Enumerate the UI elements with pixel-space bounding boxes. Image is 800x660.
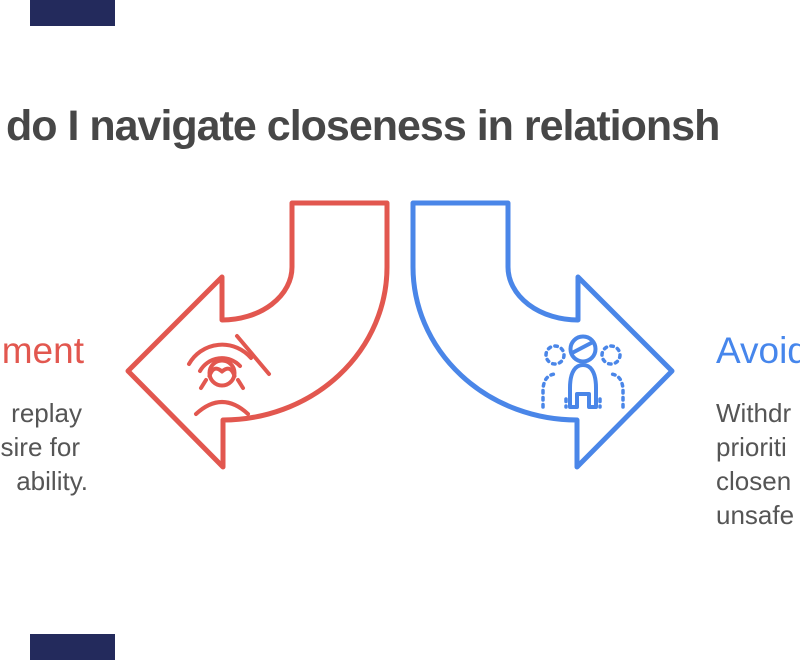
- right-panel-heading: Avoid: [716, 330, 800, 371]
- person-with-crossed-signal-icon: [187, 334, 271, 416]
- left-curved-arrow: [125, 200, 390, 470]
- right-body-line-1: Withdr: [716, 398, 792, 428]
- dotted-people-outlines: [541, 344, 625, 409]
- corner-accent-bottom: [30, 634, 115, 660]
- left-panel-body: replay sire for ability.: [0, 396, 88, 498]
- left-body-line-1: replay: [11, 398, 82, 428]
- avoidant-attachment-panel: Avoid Withdr prioriti closen unsafe: [716, 332, 800, 532]
- right-panel-body: Withdr prioriti closen unsafe: [716, 396, 800, 532]
- page-title: do I navigate closeness in relationsh: [6, 102, 720, 150]
- right-body-line-2: prioriti: [716, 432, 787, 462]
- corner-accent-top: [30, 0, 115, 26]
- right-body-line-4: unsafe: [716, 500, 795, 530]
- group-of-people-dotted-icon: [541, 334, 625, 409]
- anxious-attachment-panel: ment replay sire for ability.: [0, 332, 88, 498]
- left-panel-heading: ment: [1, 330, 84, 371]
- left-body-line-2: sire for: [0, 432, 80, 462]
- left-body-line-3: ability.: [16, 466, 88, 496]
- right-curved-arrow: [410, 200, 675, 470]
- right-body-line-3: closen: [716, 466, 792, 496]
